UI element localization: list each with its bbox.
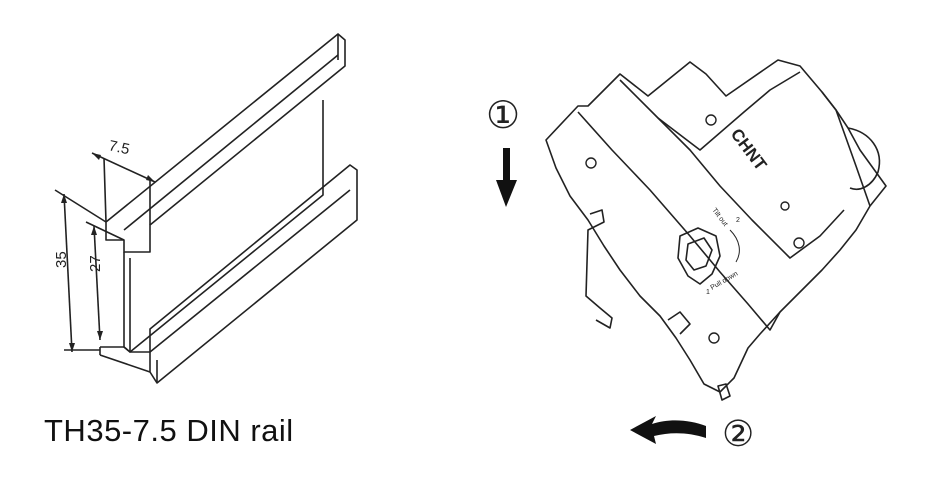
breaker-front-panel	[577, 111, 781, 331]
breaker-latch	[677, 227, 721, 285]
tilt-arrow-icon	[729, 229, 740, 263]
dim-top-line	[91, 152, 156, 183]
screw-icon	[780, 201, 790, 211]
breaker-rail-clip	[585, 209, 613, 329]
breaker-drawing	[545, 59, 887, 401]
din-rail-drawing	[54, 33, 358, 384]
screw-icon	[708, 332, 720, 344]
rail-top-edge	[123, 54, 339, 231]
step1-label: ①	[486, 95, 520, 137]
brand-label: CHNT	[727, 125, 771, 175]
tilt-label: Tilt out	[710, 207, 728, 228]
rail-bottom-lip-edge	[99, 354, 151, 373]
breaker-latch-inner	[685, 237, 713, 271]
dim-top-ext-left	[103, 157, 107, 223]
dim-inner-line	[93, 225, 101, 341]
breaker-body	[545, 59, 887, 393]
screw-icon	[585, 157, 597, 169]
dim-top-label: 7.5	[107, 137, 131, 158]
breaker-side-panel	[619, 71, 801, 151]
step2-arrow-curved	[630, 416, 706, 444]
dim-inner-label: 27	[87, 255, 104, 272]
rail-top-flange	[105, 33, 346, 253]
breaker-lower-clip	[667, 311, 691, 335]
dim-outer-line	[63, 193, 73, 353]
breaker-knob	[847, 127, 881, 190]
rail-web	[123, 100, 324, 353]
breaker-right-step	[821, 91, 871, 207]
mark-2-label: 2	[736, 217, 740, 224]
dim-inner-ext-top	[85, 221, 125, 241]
dim-arrowheads	[61, 153, 155, 352]
screw-icon	[793, 237, 805, 249]
dim-outer-label: 35	[53, 251, 70, 268]
rail-bottom-inner	[149, 189, 351, 353]
step2-label: ②	[722, 413, 754, 454]
screw-icon	[705, 114, 717, 126]
rail-caption: TH35-7.5 DIN rail	[44, 413, 294, 448]
mark-1-label: 1	[706, 289, 710, 296]
breaker-face	[657, 117, 845, 259]
dim-outer-ext-top	[54, 189, 107, 223]
breaker-screws	[585, 114, 805, 344]
breaker-pull-tab	[717, 383, 731, 401]
step1-arrow-down	[496, 148, 517, 207]
